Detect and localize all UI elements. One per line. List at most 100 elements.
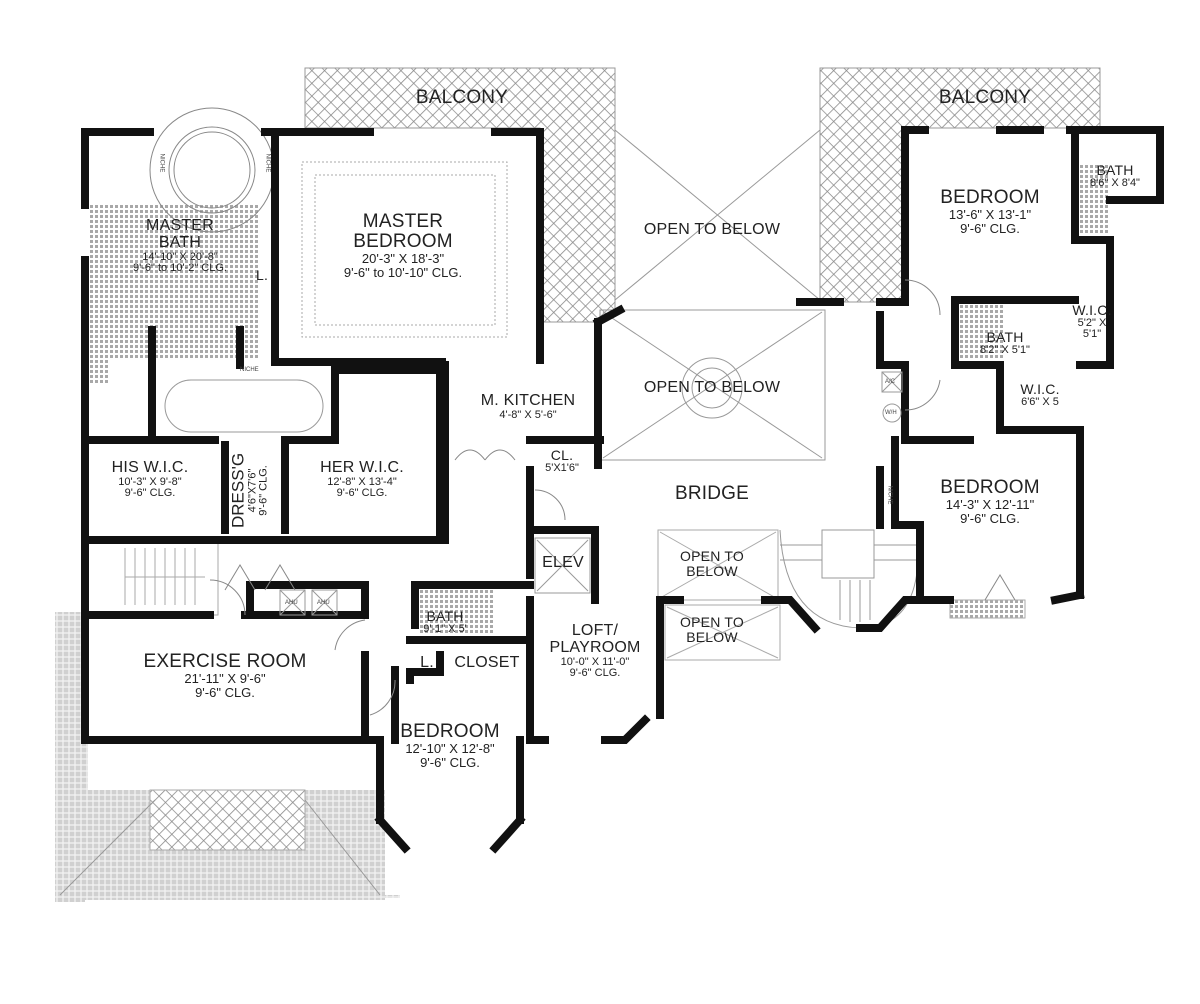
room-name: BEDROOM	[940, 477, 1040, 498]
roof-area	[55, 612, 400, 902]
room-size: 5'2" X	[1077, 316, 1107, 329]
dressing-label: DRESS'G 4'6"X7'6" 9'-6" CLG.	[228, 445, 271, 535]
room-name: MASTER	[146, 217, 214, 234]
room-name: M. KITCHEN	[480, 392, 576, 409]
room-size: 9'-1" X 5'	[423, 622, 467, 635]
wic-e-label: W.I.C. 6'6" X 5	[1020, 382, 1059, 408]
room-ceiling: 9'-6" CLG.	[960, 510, 1020, 526]
his-wic-label: HIS W.I.C. 10'-3" X 9'-8" 9'-6" CLG.	[111, 459, 189, 500]
open-to-below-stair	[657, 529, 781, 661]
room-name: LOFT/	[571, 622, 619, 639]
bath-s-label: BATH 9'-1" X 5'	[423, 609, 467, 635]
loft-playroom-label: LOFT/ PLAYROOM 10'-0" X 11'-0" 9'-6" CLG…	[549, 622, 641, 680]
room-name: BELOW	[686, 562, 738, 579]
open-to-below-stair-2-label: OPEN TO BELOW	[680, 615, 744, 644]
equipment-boxes	[279, 371, 903, 616]
bath-ne-tile	[1078, 165, 1108, 235]
open-to-below-stair-1-label: OPEN TO BELOW	[680, 549, 744, 578]
room-name: OPEN TO BELOW	[643, 221, 781, 238]
master-bath-label: MASTER BATH 14'-10" X 20'-8" 9'-6" to 10…	[133, 217, 227, 275]
room-ceiling: 9'-6" to 10'-10" CLG.	[343, 264, 463, 280]
doors	[209, 279, 1016, 716]
room-name: BEDROOM	[353, 230, 453, 252]
bath-ne-label: BATH 8'6" X 8'4"	[1090, 163, 1140, 189]
room-name: MASTER	[362, 211, 444, 232]
room-name: BALCONY	[938, 87, 1032, 108]
room-size: 10'-0" X 11'-0"	[560, 655, 630, 668]
room-size: 8'2" X 5'1"	[980, 343, 1030, 356]
stair-left	[87, 539, 219, 616]
m-kitchen-label: M. KITCHEN 4'-8" X 5'-6"	[480, 392, 576, 421]
room-size: 14'-10" X 20'-8"	[142, 250, 218, 263]
room-name: DRESS'G	[228, 452, 248, 528]
room-name: OPEN TO	[680, 614, 744, 630]
ahu-tag: AHU	[285, 600, 298, 606]
room-name: BEDROOM	[400, 721, 500, 742]
room-name: EXERCISE ROOM	[143, 651, 307, 672]
room-name: BATH	[158, 233, 202, 251]
bedroom-e-balcony	[949, 599, 1026, 619]
master-bedroom-tray	[301, 161, 508, 338]
room-name: BELOW	[686, 628, 738, 645]
room-name: BATH	[426, 608, 464, 624]
room-size: 4'-8" X 5'-6"	[499, 408, 557, 421]
niche-tag: NICHE	[240, 367, 259, 373]
room-ceiling: 9'-6" CLG.	[336, 487, 388, 500]
master-bath-tile	[90, 205, 260, 385]
room-name: BALCONY	[415, 87, 509, 108]
bedroom-ne-label: BEDROOM 13'-6" X 13'-1" 9'-6" CLG.	[940, 188, 1040, 235]
balcony-right-label: BALCONY	[939, 88, 1031, 108]
linen-label: L.	[420, 654, 434, 672]
room-size: 10'-3" X 9'-8"	[118, 475, 182, 488]
open-to-below-top	[614, 129, 821, 301]
room-size: 12'-8" X 13'-4"	[327, 475, 397, 488]
her-wic-label: HER W.I.C. 12'-8" X 13'-4" 9'-6" CLG.	[320, 459, 404, 500]
room-ceiling: 9'-6" CLG.	[960, 220, 1020, 236]
room-ceiling: 9'-6" CLG.	[195, 684, 255, 700]
room-ceiling: 9'-6" CLG.	[124, 487, 176, 500]
bath-e-label: BATH 8'2" X 5'1"	[980, 330, 1030, 356]
room-ceiling: 9'-6" CLG.	[257, 465, 270, 516]
room-name: OPEN TO	[680, 548, 744, 564]
room-name: CLOSET	[454, 654, 520, 671]
niche-tag: NICHE	[264, 153, 271, 173]
bedroom-e-label: BEDROOM 14'-3" X 12'-11" 9'-6" CLG.	[940, 478, 1040, 525]
room-name: OPEN TO BELOW	[643, 379, 781, 396]
bath-e-tile	[958, 300, 1003, 360]
room-name: BATH	[1096, 162, 1134, 178]
niche-tag: NICHE	[886, 485, 893, 505]
room-name: BATH	[986, 329, 1024, 345]
room-size: 21'-11" X 9'-6"	[184, 670, 266, 686]
room-size: 5'1"	[1082, 328, 1102, 341]
wic-ne-label: W.I.C. 5'2" X 5'1"	[1072, 303, 1111, 341]
room-size: 12'-10" X 12'-8"	[405, 740, 495, 756]
room-name: PLAYROOM	[549, 638, 641, 656]
room-name: ELEV	[542, 554, 584, 571]
room-ceiling: 9'-6" CLG.	[569, 667, 621, 680]
room-name: W.I.C.	[1020, 381, 1060, 397]
open-to-below-top-label: OPEN TO BELOW	[643, 221, 781, 239]
bridge-label: BRIDGE	[675, 484, 749, 504]
balcony-left-label: BALCONY	[416, 88, 508, 108]
room-ceiling: 9'-6" CLG.	[420, 754, 480, 770]
room-size: 13'-6" X 13'-1"	[948, 206, 1032, 222]
wh-tag: W/H	[885, 410, 897, 416]
room-size: 20'-3" X 18'-3"	[361, 250, 445, 266]
room-name: L.	[420, 654, 434, 671]
room-name: BRIDGE	[674, 483, 750, 504]
oval-tub	[164, 379, 324, 433]
closet-label: CLOSET	[454, 654, 520, 672]
room-name: L.	[255, 267, 269, 283]
room-name: W.I.C.	[1072, 302, 1112, 318]
bedroom-s-label: BEDROOM 12'-10" X 12'-8" 9'-6" CLG.	[400, 722, 500, 769]
bath-s-tile	[418, 590, 493, 635]
room-size: 8'6" X 8'4"	[1090, 176, 1140, 189]
closet-cl-label: CL. 5'X1'6"	[545, 448, 579, 474]
ac-tag: A/C	[885, 379, 896, 385]
room-name: BEDROOM	[940, 187, 1040, 208]
niche-tag: NICHE	[158, 153, 165, 173]
exercise-room-label: EXERCISE ROOM 21'-11" X 9'-6" 9'-6" CLG.	[143, 652, 306, 699]
room-name: HIS W.I.C.	[111, 459, 189, 476]
ahu-tag: AHU	[317, 600, 330, 606]
